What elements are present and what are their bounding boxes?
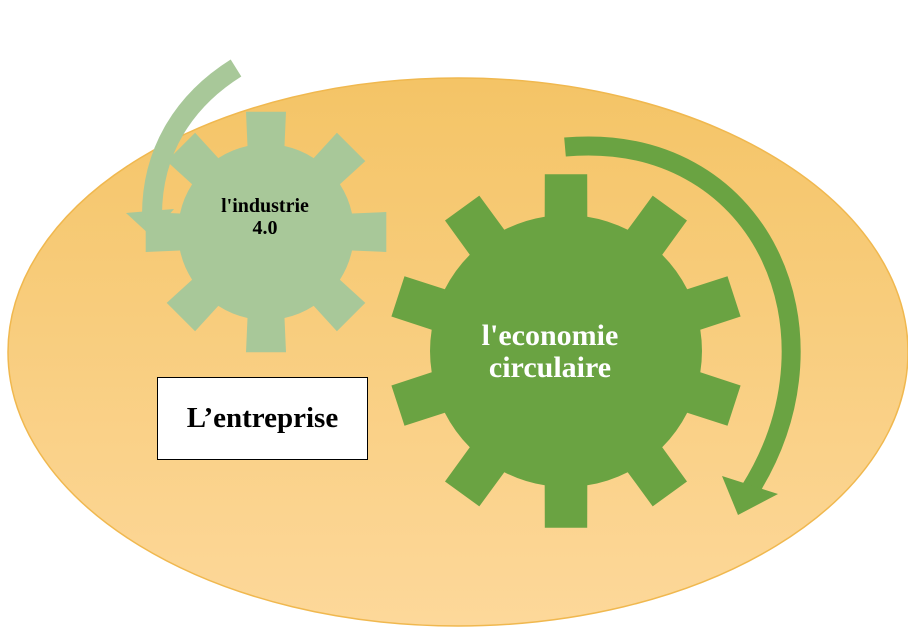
big-gear-label: l'economie circulaire (450, 319, 650, 385)
big-gear-arrow-shaft (564, 136, 801, 496)
small-gear-icon (145, 111, 387, 353)
enterprise-box: L’entreprise (157, 377, 368, 460)
big-gear-label-line2: circulaire (488, 351, 612, 385)
big-gear-icon (391, 174, 741, 528)
big-gear-label-line1: l'economie (481, 319, 619, 352)
small-gear-label-line1: l'industrie (221, 195, 309, 217)
big-gear-arrow-head (722, 476, 778, 515)
small-gear-arrow-shaft (142, 59, 242, 216)
enterprise-label: L’entreprise (186, 402, 339, 434)
small-gear-label-line2: 4.0 (252, 216, 278, 239)
small-gear-label: l'industrie 4.0 (205, 195, 325, 239)
